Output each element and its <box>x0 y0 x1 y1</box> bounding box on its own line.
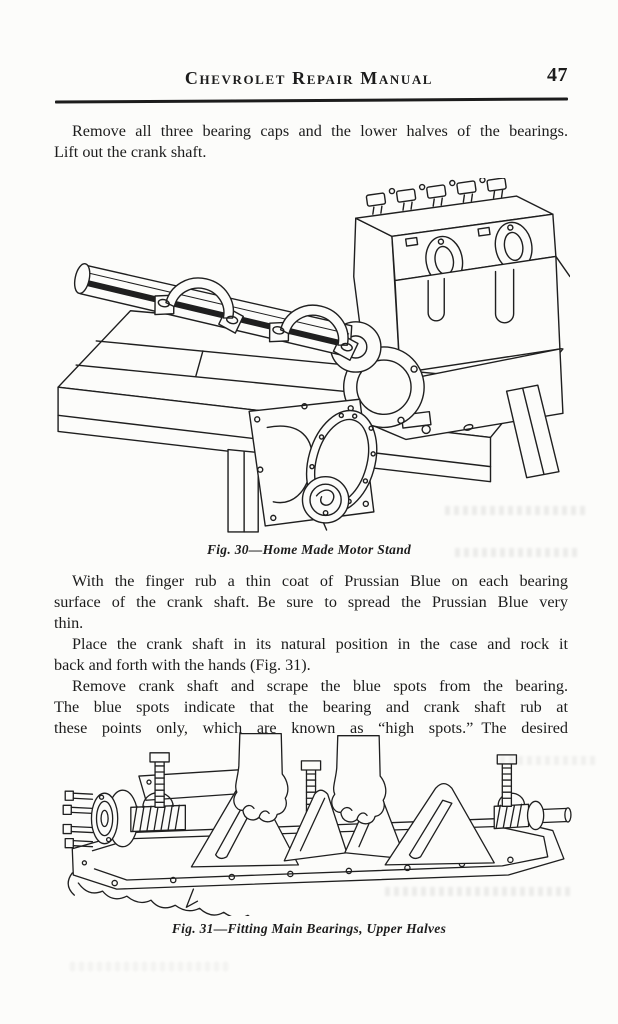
motor-stand-drawing <box>57 178 570 533</box>
text-line: Remove crank shaft and scrape the blue s… <box>72 677 568 695</box>
header-rule <box>54 97 569 104</box>
running-header-title: Chevrolet Repair Manual <box>184 68 434 88</box>
scan-artifact <box>70 962 230 971</box>
body-paragraphs: With the finger rub a thin coat of Pruss… <box>54 571 568 739</box>
text-line: back and forth with the hands (Fig. 31). <box>54 656 311 674</box>
text-line: thin. <box>54 614 84 632</box>
intro-paragraph: Remove all three bearing caps and the lo… <box>54 121 568 163</box>
text-line: Lift out the crank shaft. <box>54 143 207 161</box>
text-line: Remove all three bearing caps and the lo… <box>72 122 568 140</box>
figure-30-caption: Fig. 30—Home Made Motor Stand <box>206 542 412 557</box>
text-line: With the finger rub a thin coat of Pruss… <box>72 572 568 590</box>
page-number: 47 <box>547 64 568 86</box>
bearing-fitting-drawing <box>62 733 572 916</box>
figure-31-caption: Fig. 31—Fitting Main Bearings, Upper Hal… <box>171 921 447 936</box>
figure-30 <box>52 178 570 535</box>
text-line: Place the crank shaft in its natural pos… <box>72 635 568 653</box>
text-line: surface of the crank shaft. Be sure to s… <box>54 593 568 611</box>
text-line: The blue spots indicate that the bearing… <box>54 698 568 716</box>
figure-31 <box>42 733 577 916</box>
text-line: these points only, which are known as “h… <box>54 719 568 737</box>
